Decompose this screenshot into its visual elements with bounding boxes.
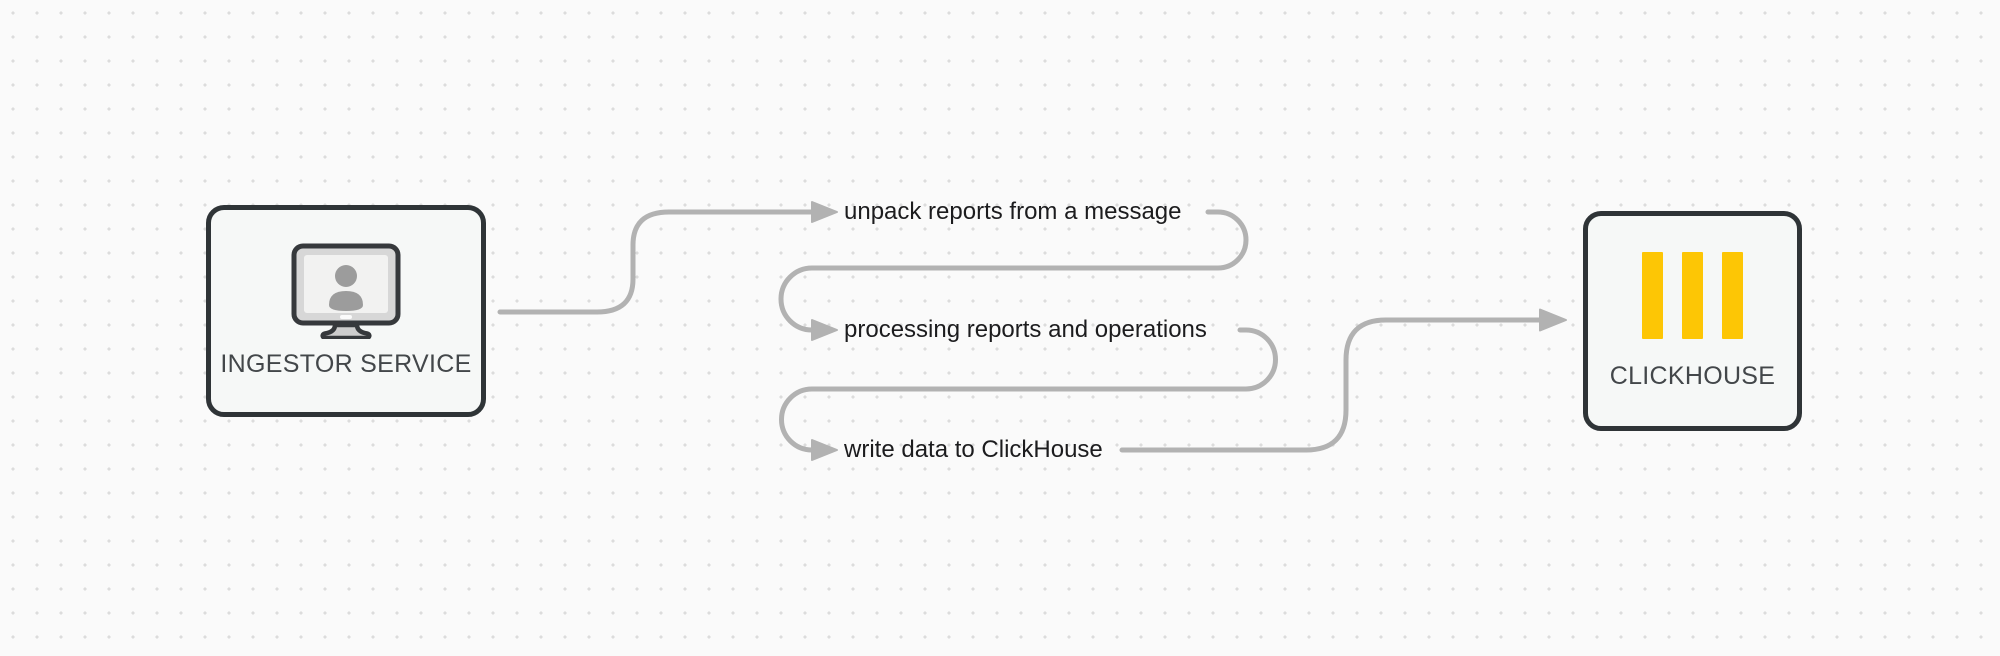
- monitor-user-icon: [291, 243, 401, 340]
- node-clickhouse: CLICKHOUSE: [1583, 211, 1802, 431]
- ingestor-service-label: INGESTOR SERVICE: [220, 350, 472, 379]
- node-ingestor-service: INGESTOR SERVICE: [206, 205, 486, 417]
- arrowhead-step3-icon: [811, 439, 838, 461]
- clickhouse-logo-bar: [1722, 251, 1743, 339]
- step-label-write-data: write data to ClickHouse: [844, 436, 1103, 463]
- arrowhead-step2-icon: [811, 319, 838, 341]
- clickhouse-logo-bar: [1682, 251, 1703, 339]
- arrowhead-clickhouse-icon: [1539, 308, 1567, 332]
- clickhouse-label: CLICKHOUSE: [1609, 361, 1776, 390]
- edge-step3-to-clickhouse: [1119, 317, 1543, 453]
- step-label-processing-reports: processing reports and operations: [844, 316, 1207, 343]
- clickhouse-logo-bar: [1642, 251, 1663, 339]
- edge-ingestor-to-step1: [497, 209, 815, 315]
- arrowhead-step1-icon: [811, 201, 838, 223]
- step-label-unpack-reports: unpack reports from a message: [844, 198, 1182, 225]
- edge-step2-to-step3: [779, 327, 1278, 453]
- edge-step1-to-step2: [778, 209, 1249, 333]
- clickhouse-logo-icon: [1642, 251, 1743, 339]
